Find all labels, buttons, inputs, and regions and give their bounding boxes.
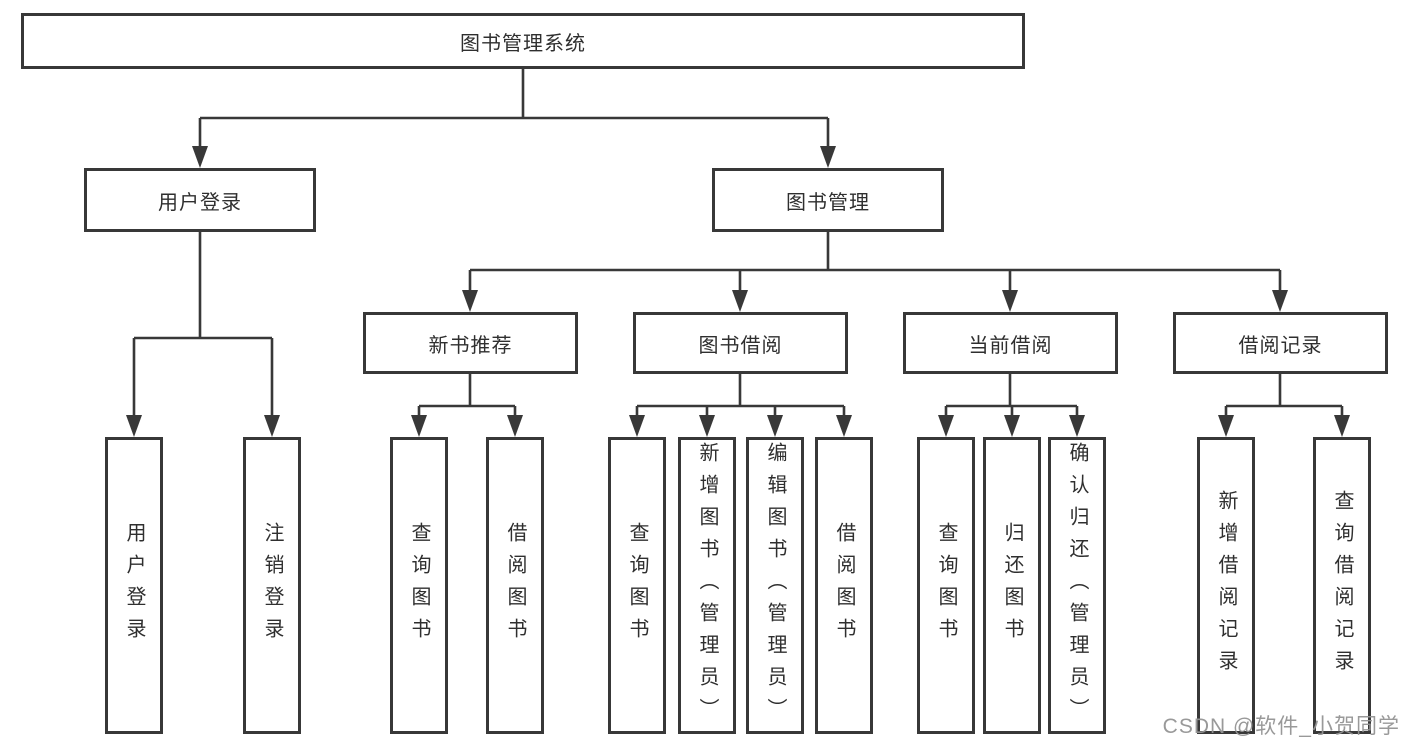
- node-book-management: 图书管理: [712, 168, 944, 232]
- node-book-borrow-label: 图书借阅: [698, 334, 783, 357]
- node-borrow-record: 借阅记录: [1173, 312, 1388, 374]
- leaf-user-login: 用户登录: [105, 437, 163, 734]
- leaf-add-books-admin-label: 新增图书（管理员）: [696, 441, 718, 730]
- leaf-newbook-query-books-label: 查询图书: [408, 521, 430, 650]
- node-new-book-recommend: 新书推荐: [363, 312, 578, 374]
- arrowheads: [126, 146, 1350, 437]
- leaf-current-query-books: 查询图书: [917, 437, 975, 734]
- node-book-management-label: 图书管理: [786, 191, 870, 214]
- leaf-user-login-label: 用户登录: [123, 521, 145, 650]
- node-current-borrow-label: 当前借阅: [968, 334, 1053, 357]
- leaf-logout: 注销登录: [243, 437, 301, 734]
- leaf-borrow-borrow-books-label: 借阅图书: [833, 521, 855, 650]
- leaf-query-borrow-record-label: 查询借阅记录: [1331, 489, 1353, 682]
- node-borrow-record-label: 借阅记录: [1238, 334, 1323, 357]
- node-root-label: 图书管理系统: [460, 32, 586, 55]
- leaf-logout-label: 注销登录: [261, 521, 283, 650]
- leaf-borrow-query-books-label: 查询图书: [626, 521, 648, 650]
- leaf-add-borrow-record-label: 新增借阅记录: [1215, 489, 1237, 682]
- leaf-add-books-admin: 新增图书（管理员）: [678, 437, 736, 734]
- node-user-login-label: 用户登录: [158, 191, 242, 214]
- leaf-edit-books-admin: 编辑图书（管理员）: [746, 437, 804, 734]
- leaf-return-books-label: 归还图书: [1001, 521, 1023, 650]
- node-user-login: 用户登录: [84, 168, 316, 232]
- leaf-borrow-borrow-books: 借阅图书: [815, 437, 873, 734]
- csdn-watermark: CSDN @软件_小贺同学: [1162, 715, 1400, 738]
- node-current-borrow: 当前借阅: [903, 312, 1118, 374]
- leaf-confirm-return-admin-label: 确认归还（管理员）: [1066, 441, 1088, 730]
- leaf-edit-books-admin-label: 编辑图书（管理员）: [764, 441, 786, 730]
- leaf-newbook-borrow-books: 借阅图书: [486, 437, 544, 734]
- leaf-newbook-query-books: 查询图书: [390, 437, 448, 734]
- leaf-return-books: 归还图书: [983, 437, 1041, 734]
- node-book-borrow: 图书借阅: [633, 312, 848, 374]
- leaf-query-borrow-record: 查询借阅记录: [1313, 437, 1371, 734]
- leaf-newbook-borrow-books-label: 借阅图书: [504, 521, 526, 650]
- node-root-system: 图书管理系统: [21, 13, 1025, 69]
- node-new-book-recommend-label: 新书推荐: [428, 334, 513, 357]
- leaf-confirm-return-admin: 确认归还（管理员）: [1048, 437, 1106, 734]
- leaf-borrow-query-books: 查询图书: [608, 437, 666, 734]
- leaf-current-query-books-label: 查询图书: [935, 521, 957, 650]
- leaf-add-borrow-record: 新增借阅记录: [1197, 437, 1255, 734]
